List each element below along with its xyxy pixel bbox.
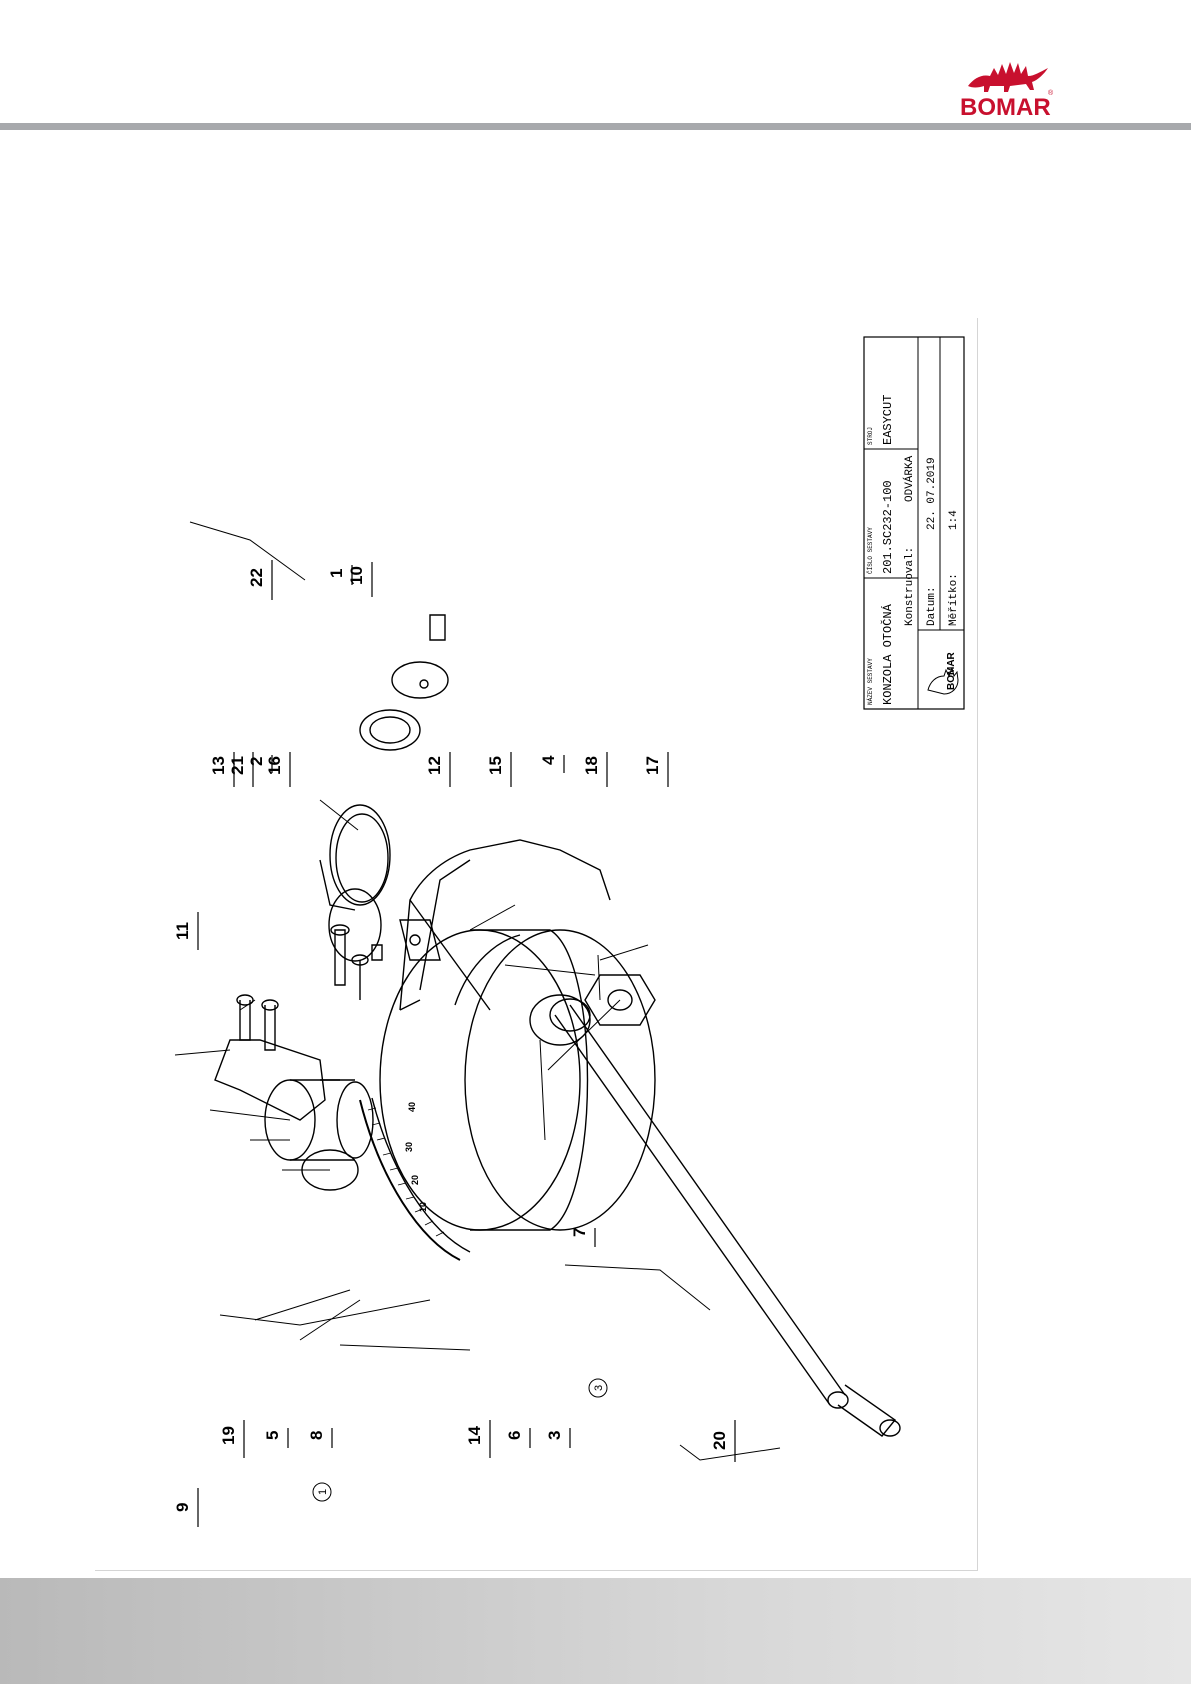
callout-20: 20 bbox=[710, 1431, 729, 1450]
circled-ref-1-label: 1 bbox=[317, 1489, 329, 1495]
callout-10: 10 bbox=[347, 566, 366, 585]
date-label: Datum: bbox=[926, 586, 938, 626]
callout-7: 7 bbox=[570, 1228, 589, 1237]
callout-17: 17 bbox=[643, 756, 662, 775]
callout-13: 13 bbox=[209, 756, 228, 775]
shaft-part bbox=[265, 1080, 373, 1190]
scale-label: Měřítko: bbox=[948, 573, 960, 626]
callout-14: 14 bbox=[465, 1426, 484, 1445]
title-number-value: 201.SC232-100 bbox=[881, 480, 895, 574]
callout-22: 22 bbox=[247, 568, 266, 587]
bearing-part bbox=[360, 615, 448, 750]
callout-8: 8 bbox=[307, 1431, 326, 1440]
title-number-label: ČÍSLO SESTAVY bbox=[867, 527, 874, 574]
title-machine-label: STROJ bbox=[867, 427, 874, 445]
circled-ref-3-label: 3 bbox=[593, 1385, 605, 1391]
scale-tick-40: 40 bbox=[407, 1102, 417, 1112]
callout-12: 12 bbox=[425, 756, 444, 775]
callout-3: 3 bbox=[545, 1431, 564, 1440]
handle-rod-part bbox=[555, 1005, 900, 1436]
callout-15: 15 bbox=[486, 756, 505, 775]
callout-2: 2 bbox=[247, 757, 266, 766]
callout-19: 19 bbox=[219, 1426, 238, 1445]
bolt-part bbox=[331, 925, 382, 1000]
callout-11: 11 bbox=[173, 922, 192, 940]
clamp-block-part bbox=[400, 920, 440, 1010]
title-machine-value: EASYCUT bbox=[881, 395, 895, 445]
title-name-label: NÁZEV SESTAVY bbox=[867, 658, 874, 705]
clamp-plate-part bbox=[215, 995, 340, 1120]
designer-label: Konstruoval: bbox=[904, 547, 916, 626]
callout-21: 21 bbox=[228, 756, 247, 775]
callout-16: 16 bbox=[265, 756, 284, 775]
scale-tick-10: 10 bbox=[418, 1202, 428, 1212]
callout-4: 4 bbox=[539, 755, 558, 765]
callout-1: 1 bbox=[327, 569, 346, 578]
designer-value: ODVÁRKA bbox=[902, 455, 916, 502]
scale-tick-30: 30 bbox=[404, 1142, 414, 1152]
title-block: NÁZEV SESTAVY KONZOLA OTOČNÁ ČÍSLO SESTA… bbox=[864, 337, 964, 709]
bore-ring-part bbox=[320, 805, 390, 961]
date-value: 22. 07.2019 bbox=[926, 457, 938, 530]
lever-hub-part bbox=[530, 975, 655, 1045]
callout-6: 6 bbox=[505, 1431, 524, 1440]
title-name-value: KONZOLA OTOČNÁ bbox=[880, 603, 895, 705]
callout-9: 9 bbox=[173, 1503, 192, 1512]
callout-5: 5 bbox=[263, 1431, 282, 1440]
page-footer bbox=[0, 1578, 1191, 1684]
title-block-logo-text: BOMAR bbox=[946, 651, 957, 690]
callout-18: 18 bbox=[582, 756, 601, 775]
title-block-logo: BOMAR bbox=[928, 651, 958, 694]
scale-value: 1:4 bbox=[948, 510, 960, 530]
scale-tick-20: 20 bbox=[410, 1175, 420, 1185]
